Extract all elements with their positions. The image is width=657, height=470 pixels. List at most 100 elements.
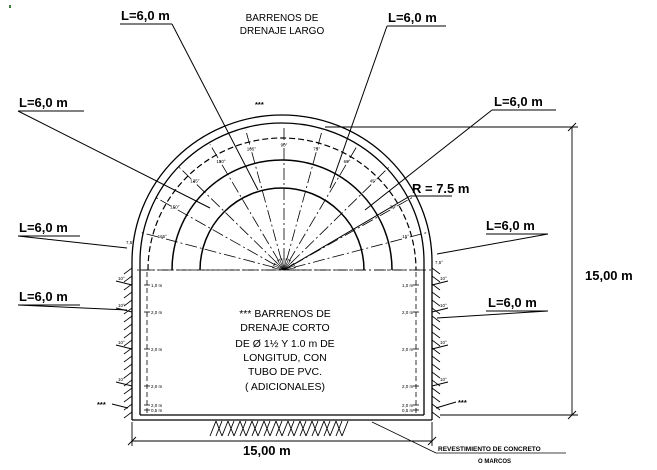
floor-hatch bbox=[227, 420, 235, 437]
note-line-1: *** BARRENOS DE bbox=[239, 308, 331, 320]
hatch-right bbox=[431, 331, 441, 339]
arc-angle-label: 45° bbox=[370, 179, 377, 184]
wall-angle-left: 10° bbox=[118, 276, 125, 281]
hatch-right bbox=[431, 371, 441, 379]
hatch-right bbox=[431, 395, 441, 403]
fan-ray bbox=[273, 263, 285, 271]
side-marker-left-leader bbox=[111, 403, 129, 409]
wall-angle-left: 10° bbox=[118, 340, 125, 345]
hatch-right bbox=[431, 411, 441, 419]
radial-line bbox=[140, 232, 275, 268]
lining-label-line-2: O MARCOS bbox=[478, 459, 511, 465]
arc-angle-label: 90° bbox=[281, 143, 288, 148]
hatch-right bbox=[431, 403, 441, 411]
drill-arc-middle bbox=[171, 159, 393, 271]
arc-angle-label: 150° bbox=[170, 204, 180, 209]
floor-hatch bbox=[293, 420, 301, 437]
hatch-right bbox=[431, 339, 441, 347]
side-marker-right: *** bbox=[458, 398, 467, 407]
hatch-left bbox=[123, 355, 133, 363]
floor-hatch bbox=[305, 420, 313, 437]
drill-stub-right bbox=[431, 344, 449, 350]
length-label-mid-right: L=6,0 m bbox=[486, 218, 535, 233]
note-line-6: ( ADICIONALES) bbox=[245, 381, 325, 393]
radial-line bbox=[209, 144, 280, 262]
wall-angle-right: 10° bbox=[440, 377, 447, 382]
arc-angle-label: 15° bbox=[402, 234, 409, 239]
drill-stub-right bbox=[431, 381, 449, 387]
arc-angle-label: 30° bbox=[390, 204, 397, 209]
length-label-mid-left: L=6,0 m bbox=[19, 220, 68, 235]
crown-marker: *** bbox=[255, 100, 264, 109]
fan-ray bbox=[279, 258, 285, 271]
hatch-right bbox=[431, 267, 441, 275]
arc-angle-label: 75° bbox=[313, 147, 320, 152]
fan-ray bbox=[281, 258, 285, 271]
fan-ray bbox=[283, 261, 293, 271]
fan-ray bbox=[283, 258, 287, 271]
hatch-right bbox=[431, 363, 441, 371]
hatch-left bbox=[123, 315, 133, 323]
hatch-right bbox=[431, 315, 441, 323]
edge-mark-left-top: 7,5° bbox=[126, 240, 134, 245]
spacing-label: 2,0 m bbox=[402, 310, 414, 315]
note-line-5: TUBO DE PVC. bbox=[248, 366, 322, 378]
arc-angle-label: 105° bbox=[247, 147, 257, 152]
radial-line bbox=[245, 129, 282, 261]
drill-stub-left bbox=[115, 344, 133, 350]
length-label-top-right: L=6,0 m bbox=[388, 10, 437, 25]
floor-hatch bbox=[287, 420, 295, 437]
hatch-right bbox=[431, 355, 441, 363]
hatch-left bbox=[123, 339, 133, 347]
radial-line bbox=[155, 197, 276, 266]
radial-line bbox=[293, 232, 428, 268]
floor-hatch bbox=[299, 420, 307, 437]
arc-angle-label: 165° bbox=[158, 234, 168, 239]
center-fan bbox=[272, 258, 296, 271]
fan-ray bbox=[275, 261, 285, 271]
label-underlines bbox=[18, 23, 556, 312]
radial-line bbox=[286, 129, 323, 261]
wall-hatching: 10°10°10°10°10°10°10°10° bbox=[115, 267, 449, 419]
lining-leader bbox=[371, 421, 437, 454]
floor-hatch bbox=[221, 420, 229, 437]
floor-hatch bbox=[239, 420, 247, 437]
length-label-upper-right: L=6,0 m bbox=[494, 94, 543, 109]
wall-angle-left: 10° bbox=[118, 303, 125, 308]
radius-label: R = 7.5 m bbox=[412, 181, 469, 196]
hatch-left bbox=[123, 379, 133, 387]
arc-angle-labels: 15°30°45°60°75°90°105°120°135°150°165° bbox=[158, 143, 410, 240]
arc-angle-label: 135° bbox=[190, 179, 200, 184]
outer-profile bbox=[131, 114, 433, 420]
length-label-top-left: L=6,0 m bbox=[121, 8, 170, 23]
spacing-label: 2,0 m bbox=[402, 384, 414, 389]
spacing-label: 2,0 m bbox=[151, 310, 163, 315]
hatch-right bbox=[431, 299, 441, 307]
drill-arc-inner bbox=[199, 187, 365, 271]
floor-hatch bbox=[233, 420, 241, 437]
drill-stub-left bbox=[115, 280, 133, 286]
floor-hatch bbox=[245, 420, 253, 437]
spacing-label: 1,0 m bbox=[151, 283, 163, 288]
drill-arc-outer bbox=[147, 137, 417, 271]
hatch-left bbox=[123, 395, 133, 403]
hatch-left bbox=[123, 291, 133, 299]
title-line-2: DRENAJE LARGO bbox=[240, 26, 325, 37]
drill-stub-right bbox=[431, 307, 449, 313]
floor-hatch bbox=[335, 420, 343, 437]
lining-label-line-1: REVESTIMIENTO DE CONCRETO bbox=[438, 446, 541, 453]
floor-hatching bbox=[209, 420, 349, 437]
hatch-right bbox=[431, 379, 441, 387]
hatch-left bbox=[123, 403, 133, 411]
hatch-left bbox=[123, 267, 133, 275]
side-marker-left: *** bbox=[97, 400, 106, 409]
spacing-label: 2,0 m bbox=[151, 384, 163, 389]
hatch-left bbox=[123, 275, 133, 283]
radial-lines bbox=[136, 125, 432, 271]
floor-hatch bbox=[341, 420, 349, 437]
hatch-right bbox=[431, 291, 441, 299]
floor-hatch bbox=[257, 420, 265, 437]
drill-stub-left bbox=[115, 381, 133, 387]
note-line-3: DE Ø 1½ Y 1.0 m DE bbox=[235, 338, 334, 350]
